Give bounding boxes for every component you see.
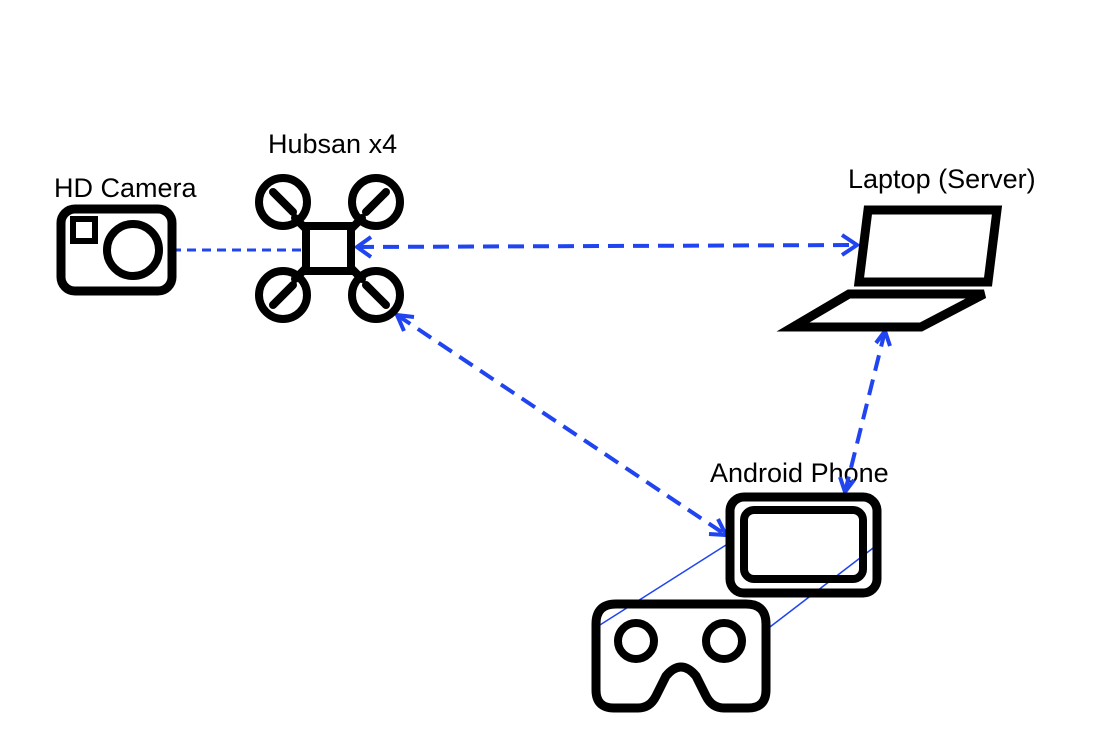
laptop-label: Laptop (Server) [848, 164, 1036, 194]
links [172, 233, 892, 631]
camera-label: HD Camera [54, 173, 198, 203]
phone-label: Android Phone [710, 458, 889, 488]
link-phone-headset-left [591, 544, 727, 631]
arrowhead-drone-laptop-start [353, 235, 373, 259]
link-drone-phone [395, 313, 728, 537]
quadcopter-icon [255, 174, 404, 323]
link-phone-headset-right [765, 544, 878, 631]
laptop-icon [776, 205, 1003, 332]
drone-label: Hubsan x4 [268, 129, 397, 159]
vr-headset-icon [591, 599, 771, 713]
camera-icon [56, 204, 177, 296]
link-laptop-phone [843, 330, 887, 493]
arrowhead-laptop-phone-end [838, 476, 856, 497]
phone-icon [725, 492, 882, 598]
arrowhead-drone-phone-start [393, 312, 415, 332]
link-drone-laptop [357, 243, 857, 249]
arrowhead-drone-laptop-end [840, 233, 861, 257]
